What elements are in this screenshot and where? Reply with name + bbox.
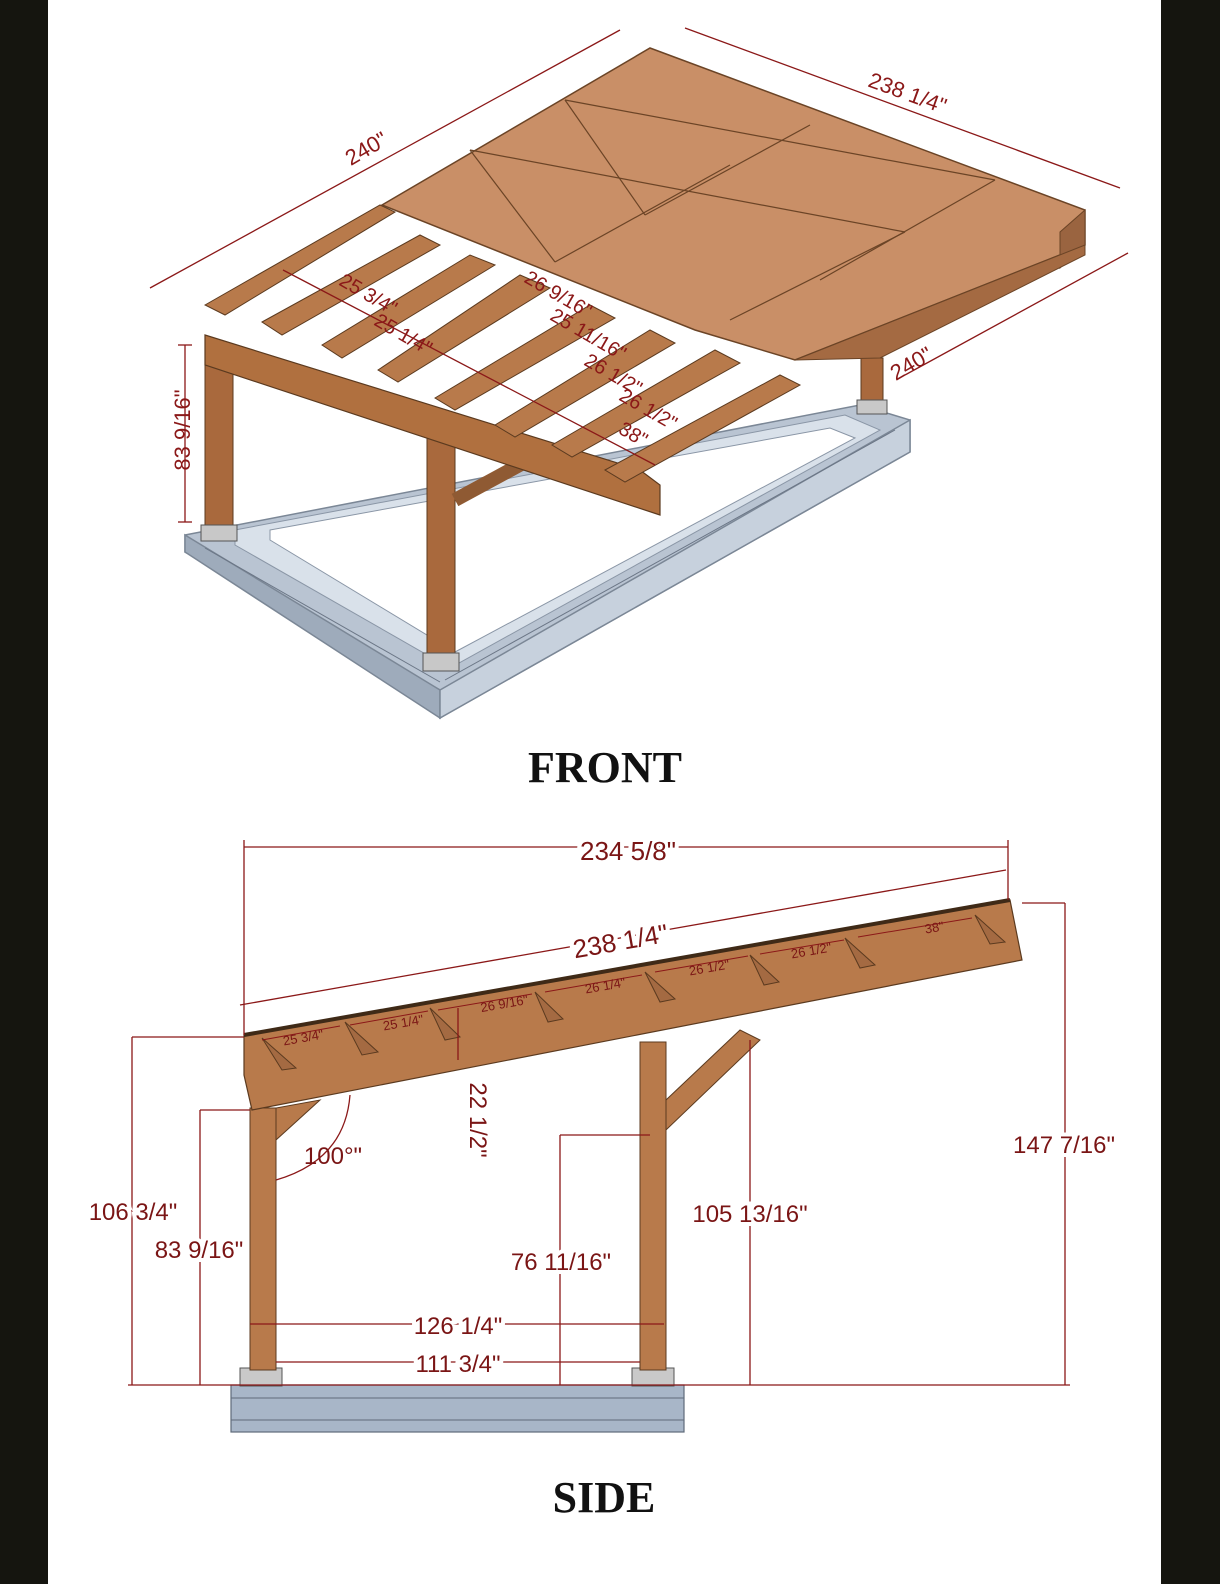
front-dimensions (149, 27, 1129, 523)
side-angle-label: 100°" (304, 1143, 362, 1170)
side-height-high-post-label: 105 13/16" (692, 1201, 807, 1228)
front-view: 240" 238 1/4" 240" 83 9/16" 25 3/4" 25 1… (149, 27, 1129, 720)
front-length-label: 240" (341, 127, 392, 171)
right-frame-band (1161, 0, 1220, 1584)
side-height-brace-label: 76 11/16" (511, 1249, 611, 1276)
roof-deck (380, 47, 1086, 361)
side-roof-length-label: 238 1/4" (571, 918, 671, 964)
side-span-inner-label: 111 3/4" (415, 1351, 500, 1378)
side-height-low-post-label: 83 9/16" (155, 1237, 244, 1264)
side-top-span-label: 234 5/8" (580, 836, 676, 866)
posts (200, 344, 888, 672)
side-footing (230, 1384, 685, 1433)
side-spacing-2: 25 1/4" (382, 1012, 425, 1034)
side-spacing-4: 26 1/4" (584, 975, 627, 997)
side-beam-depth-label: 22 1/2" (464, 1082, 491, 1157)
side-post-high (639, 1041, 667, 1371)
concrete-footing (184, 404, 911, 720)
side-heading: SIDE (553, 1473, 656, 1522)
side-spacing-5: 26 1/2" (688, 957, 731, 979)
side-spacing-6: 26 1/2" (790, 940, 833, 962)
side-truss-gussets (261, 914, 1007, 1071)
front-width-label: 238 1/4" (865, 67, 950, 118)
side-spacing-ticks (261, 917, 973, 1041)
side-height-low-outer-label: 106 3/4" (89, 1199, 178, 1226)
side-height-high-outer-label: 147 7/16" (1013, 1132, 1115, 1159)
front-heading: FRONT (528, 743, 682, 792)
side-view: 234 5/8" 238 1/4" 25 3/4" 25 1/4" 26 9/1… (85, 832, 1119, 1433)
side-spacing-1: 25 3/4" (282, 1027, 325, 1049)
side-post-low (249, 1107, 277, 1371)
side-spacing-7: 38" (924, 918, 946, 936)
left-frame-band (0, 0, 48, 1584)
side-rafter-spacing-labels: 25 3/4" 25 1/4" 26 9/16" 26 1/4" 26 1/2"… (282, 918, 945, 1048)
front-post-height-label: 83 9/16" (170, 389, 195, 470)
side-span-outer-label: 126 1/4" (414, 1313, 503, 1340)
side-brace (665, 1029, 761, 1132)
side-dimension-lines (128, 840, 1070, 1386)
rafters (203, 204, 802, 483)
